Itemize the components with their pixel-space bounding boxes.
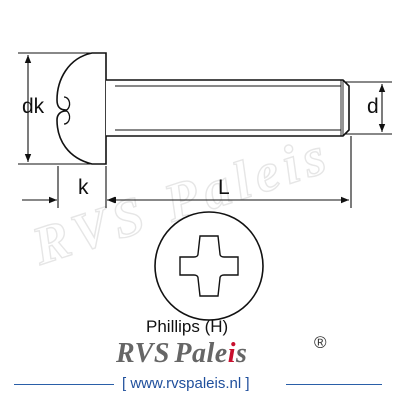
brand-logo-accent: i bbox=[227, 338, 236, 369]
k-label: k bbox=[78, 176, 89, 199]
d-label: d bbox=[367, 95, 379, 118]
brand-logo: RVS Paleis bbox=[116, 340, 247, 368]
brand-logo-paleis: Paleis bbox=[174, 338, 248, 369]
dk-label: dk bbox=[22, 95, 45, 118]
extension-lines bbox=[18, 52, 392, 208]
phillips-drive-icon bbox=[154, 211, 264, 321]
website-rule-right bbox=[286, 384, 382, 385]
screw-head bbox=[56, 52, 107, 165]
website-row: [ www.rvspaleis.nl ] bbox=[0, 374, 400, 394]
L-label: L bbox=[218, 176, 230, 199]
website-rule-left bbox=[14, 384, 114, 385]
dimension-lines bbox=[22, 55, 386, 204]
brand-logo-rvs: RVS bbox=[116, 338, 170, 369]
drive-type-caption: Phillips (H) bbox=[146, 317, 229, 336]
screw-shank bbox=[106, 79, 350, 137]
website-link[interactable]: [ www.rvspaleis.nl ] bbox=[122, 375, 250, 392]
registered-mark: ® bbox=[314, 333, 327, 352]
